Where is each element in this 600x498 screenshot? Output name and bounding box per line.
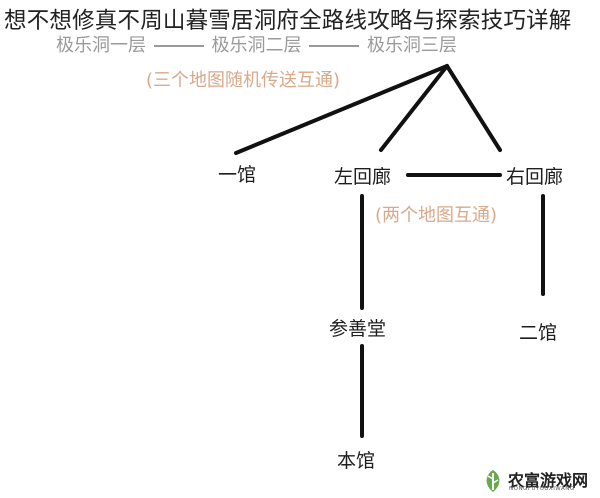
page-title: 想不想修真不周山暮雪居洞府全路线攻略与探索技巧详解	[4, 8, 572, 34]
node-yiguan: 一馆	[218, 164, 257, 186]
watermark-logo: 农富游戏网 NONGFUYOUXIWANG	[478, 467, 598, 497]
watermark-sub: NONGFUYOUXIWANG	[509, 486, 575, 492]
note-two-maps: (两个地图互通)	[375, 205, 498, 226]
node-erguan: 二馆	[519, 322, 558, 344]
node-canshantang: 参善堂	[329, 318, 387, 340]
node-zuohuilang: 左回廊	[334, 166, 392, 188]
layer-labels: 极乐洞一层 极乐洞二层 极乐洞三层	[56, 31, 457, 57]
watermark-name: 农富游戏网	[508, 471, 589, 490]
layer-label-2: 极乐洞二层	[211, 35, 302, 56]
layer-label-3: 极乐洞三层	[366, 35, 457, 56]
node-benguan: 本馆	[337, 450, 376, 472]
layer-label-1: 极乐洞一层	[56, 35, 146, 56]
layer-connector	[309, 45, 360, 47]
edge-hub-zuohuilang	[379, 64, 449, 152]
layer-connector	[153, 45, 204, 47]
node-youhuilang: 右回廊	[506, 166, 564, 188]
edge-hub-youhuilang	[445, 64, 502, 152]
note-three-maps: (三个地图随机传送互通)	[146, 70, 341, 91]
edge-hub-yiguan	[234, 64, 449, 155]
leaf-icon	[486, 470, 500, 492]
